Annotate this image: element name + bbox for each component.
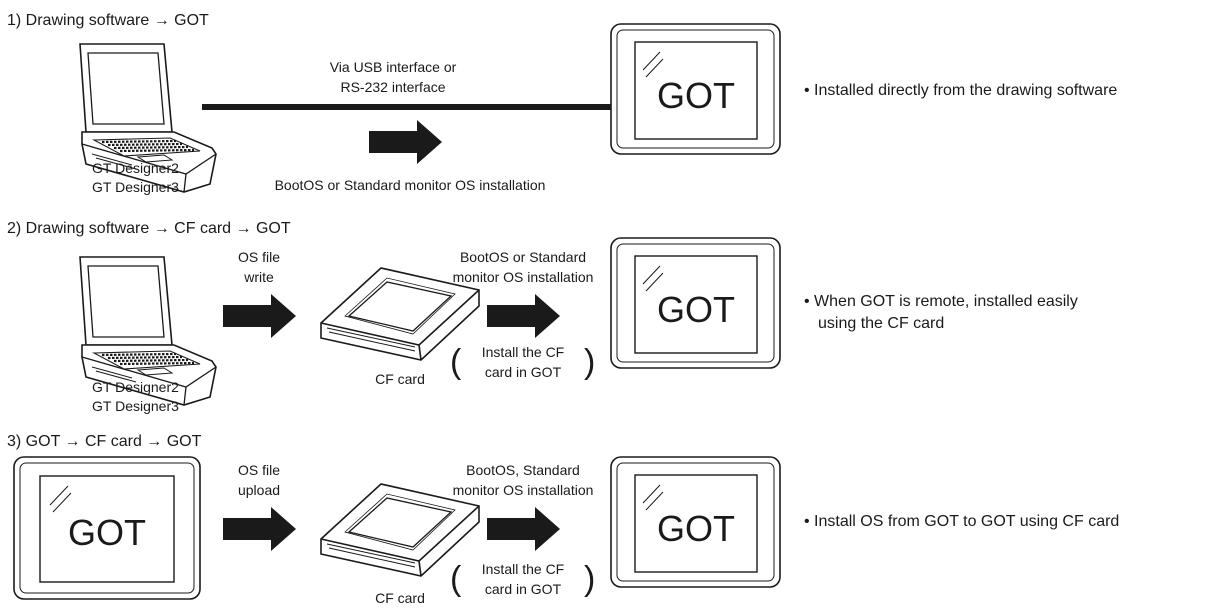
arrow-icon [223, 507, 296, 551]
step1-label-2: upload [238, 482, 280, 498]
got-device [610, 237, 781, 369]
arrow-icon [223, 294, 296, 338]
section-2-note-1: • When GOT is remote, installed easily [804, 293, 1078, 310]
cable-label-2: RS-232 interface [340, 79, 445, 95]
section-2-note-2: using the CF card [818, 315, 944, 332]
got-device-source [13, 456, 201, 600]
got-device [610, 456, 781, 588]
arrow-icon [369, 120, 442, 164]
section-3-note: • Install OS from GOT to GOT using CF ca… [804, 513, 1119, 530]
paren-note-2: card in GOT [485, 364, 562, 380]
section-1-heading: 1) Drawing software → GOT [7, 12, 209, 29]
section-1-note: • Installed directly from the drawing so… [804, 82, 1117, 99]
cf-card-label: CF card [375, 590, 425, 606]
cable-label-1: Via USB interface or [330, 59, 457, 75]
software-line-1: GT Designer2 [92, 160, 179, 176]
step1-label-1: OS file [238, 249, 280, 265]
got-device [610, 23, 781, 155]
step1-label-1: OS file [238, 462, 280, 478]
step2-label-1: BootOS, Standard [466, 462, 580, 478]
got-screen-label: GOT [68, 512, 146, 553]
section-2-heading: 2) Drawing software → CF card → GOT [7, 220, 291, 237]
paren-note-1: Install the CF [482, 344, 564, 360]
section-3-heading: 3) GOT → CF card → GOT [7, 433, 202, 450]
cf-card-label: CF card [375, 371, 425, 387]
arrow-icon [487, 507, 560, 551]
software-line-2: GT Designer3 [92, 398, 179, 414]
install-label: BootOS or Standard monitor OS installati… [275, 177, 546, 193]
step2-label-2: monitor OS installation [453, 269, 594, 285]
paren-close: ) [584, 343, 595, 381]
step2-label-1: BootOS or Standard [460, 249, 586, 265]
paren-open: ( [450, 343, 462, 381]
paren-open: ( [450, 560, 462, 598]
got-screen-label: GOT [657, 75, 735, 116]
step1-label-2: write [243, 269, 274, 285]
paren-note-1: Install the CF [482, 561, 564, 577]
arrow-icon [487, 294, 560, 338]
paren-close: ) [584, 560, 595, 598]
got-screen-label: GOT [657, 508, 735, 549]
paren-note-2: card in GOT [485, 581, 562, 597]
software-line-2: GT Designer3 [92, 179, 179, 195]
got-screen-label: GOT [657, 289, 735, 330]
software-line-1: GT Designer2 [92, 379, 179, 395]
step2-label-2: monitor OS installation [453, 482, 594, 498]
